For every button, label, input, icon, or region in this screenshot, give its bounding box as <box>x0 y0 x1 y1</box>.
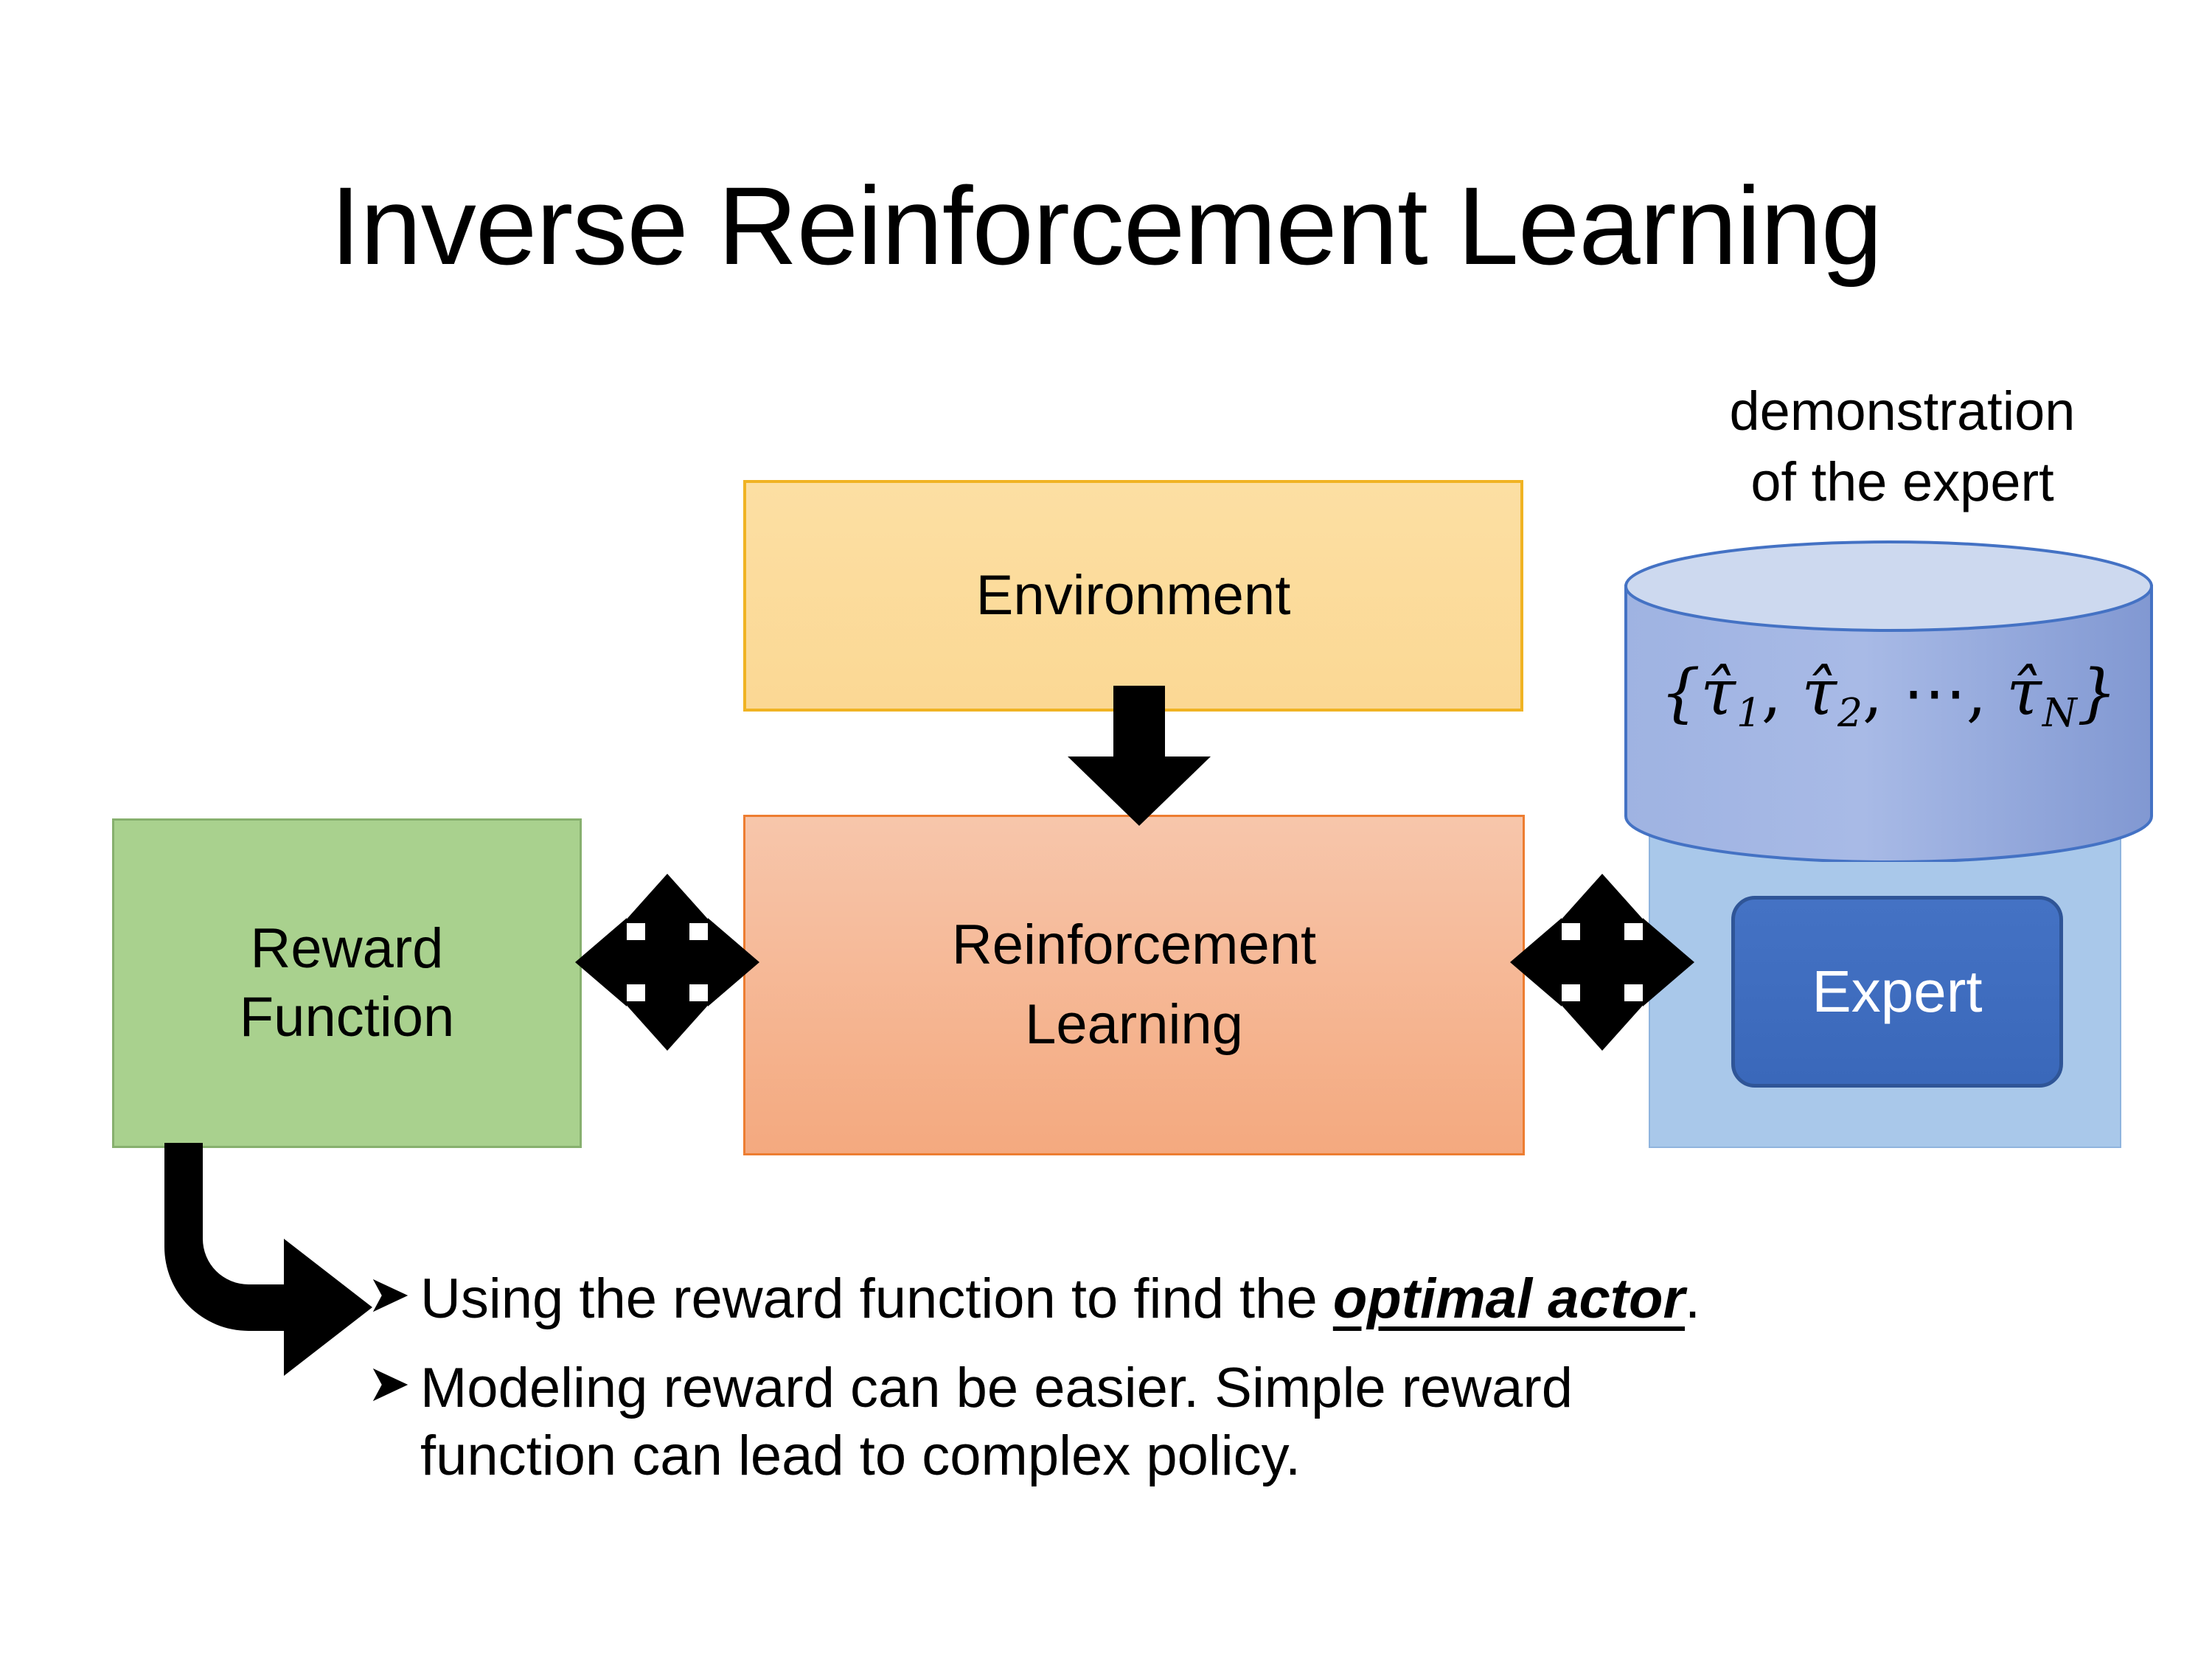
bullet-text-1: Using the reward function to find the op… <box>420 1265 1700 1334</box>
reward-function-label-line2: Function <box>239 985 455 1048</box>
bullet-marker-icon-2: ➤ <box>367 1354 411 1412</box>
left-right-double-arrow-icon <box>575 874 759 1051</box>
reinforcement-learning-box: Reinforcement Learning <box>743 815 1525 1155</box>
reward-function-label-line1: Reward <box>250 917 444 980</box>
formula-open-brace: { <box>1660 656 1701 730</box>
rl-label-line1: Reinforcement <box>951 914 1317 977</box>
down-arrow-icon <box>1068 686 1211 826</box>
demonstration-cylinder-icon <box>1624 540 2153 862</box>
reward-function-box-label: Reward Function <box>240 915 455 1051</box>
bullet-2-text-before: Modeling reward can be easier. Simple re… <box>420 1356 1573 1488</box>
environment-box: Environment <box>743 480 1523 712</box>
bullet-1-text-before: Using the reward function to find the <box>420 1267 1333 1330</box>
formula-subscript-2: 2 <box>1837 689 1863 736</box>
rl-label-line2: Learning <box>1025 993 1243 1056</box>
reinforcement-learning-box-label: Reinforcement Learning <box>952 905 1316 1065</box>
formula-subscript-1: 1 <box>1736 689 1761 736</box>
bullet-marker-icon-1: ➤ <box>367 1265 411 1323</box>
elbow-arrow-icon <box>164 1143 372 1376</box>
bullet-1-emphasis: optimal actor <box>1332 1267 1686 1330</box>
formula-separator-2: , ⋯, <box>1863 656 2007 730</box>
formula-close-brace: } <box>2076 656 2118 730</box>
environment-box-label: Environment <box>975 563 1291 627</box>
expert-box-label: Expert <box>1812 959 1983 1025</box>
left-right-double-arrow-icon-right <box>1510 874 1694 1051</box>
bullet-1-text-after: . <box>1685 1267 1701 1330</box>
demonstration-caption-line1: demonstration <box>1729 380 2076 442</box>
formula-tau-1: τ̂ <box>1700 656 1736 730</box>
demonstration-caption-line2: of the expert <box>1750 451 2054 513</box>
demonstration-caption: demonstration of the expert <box>1615 376 2190 518</box>
bullet-list: ➤ Using the reward function to find the … <box>367 1265 2063 1512</box>
bullet-item-2: ➤ Modeling reward can be easier. Simple … <box>367 1354 2063 1491</box>
reward-function-box: Reward Function <box>112 818 582 1148</box>
expert-box: Expert <box>1731 896 2063 1088</box>
bullet-item-1: ➤ Using the reward function to find the … <box>367 1265 2063 1334</box>
formula-tau-2: τ̂ <box>1801 656 1837 730</box>
bullet-text-2: Modeling reward can be easier. Simple re… <box>420 1354 1630 1491</box>
formula-separator-1: , <box>1761 656 1802 730</box>
formula-tau-n: τ̂ <box>2006 656 2042 730</box>
trajectory-set-formula: {τ̂1, τ̂2, ⋯, τ̂N} <box>1624 656 2153 736</box>
page-title: Inverse Reinforcement Learning <box>330 164 1883 288</box>
formula-subscript-n: N <box>2042 689 2077 736</box>
